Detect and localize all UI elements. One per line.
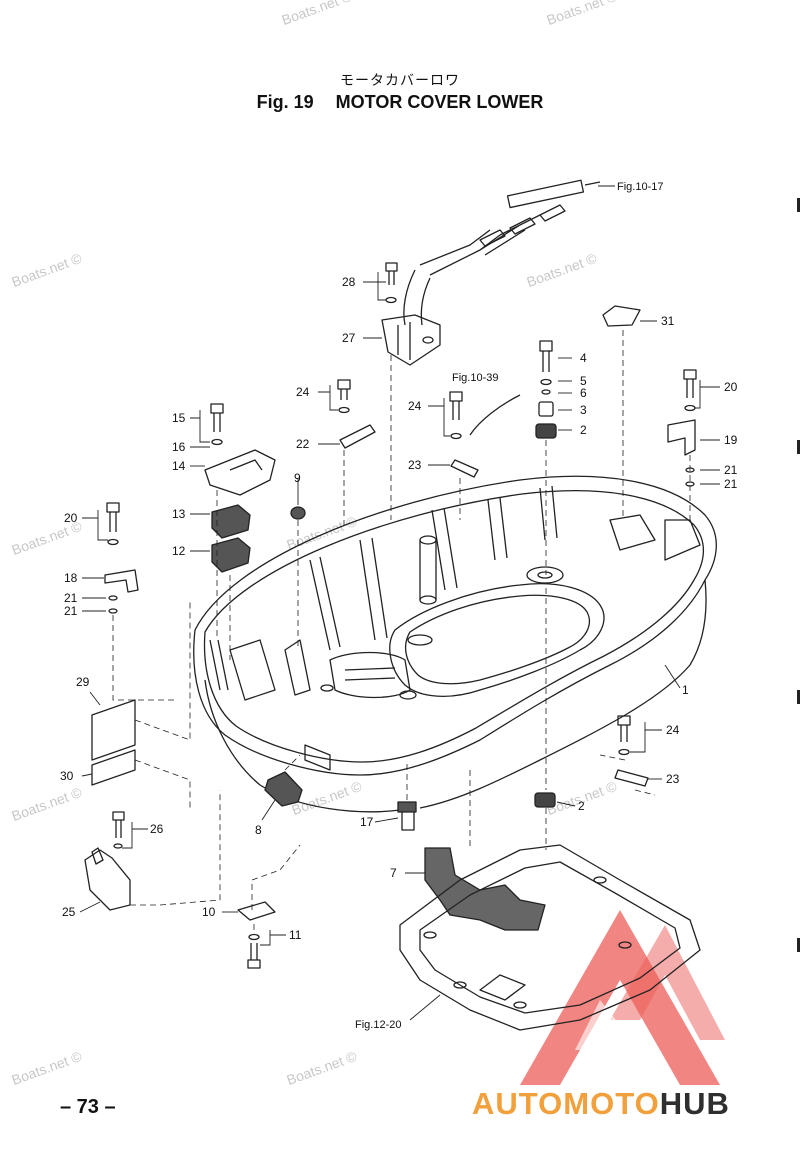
japanese-title: モータカバーロワ [340,73,460,89]
callout-26: 26 [150,822,164,836]
grommet-part-8 [264,771,303,807]
page-number: – 73 – [60,1096,116,1118]
callout-21: 21 [724,463,738,477]
figure-number: Fig. 19 [256,92,314,112]
callout-7: 7 [390,866,397,880]
callout-20: 20 [64,511,78,525]
callout-3: 3 [580,403,587,417]
callout-24: 24 [666,723,680,737]
callout-19: 19 [724,433,738,447]
callout-17: 17 [360,815,374,829]
callout-24: 24 [296,385,310,399]
callout-10: 10 [202,905,216,919]
callout-6: 6 [580,386,587,400]
bracket-part-25 [84,811,131,911]
callout-23: 23 [666,772,680,786]
callout-8: 8 [255,823,262,837]
grommet-part-23-lower [614,715,649,787]
callout-25: 25 [62,905,76,919]
figure-title: Fig. 19 MOTOR COVER LOWER [0,92,800,113]
plate-part-30 [91,749,136,786]
wiring-harness-part [403,179,601,326]
callout-21: 21 [64,604,78,618]
grommet-part-9 [290,506,306,520]
callout-16: 16 [172,440,186,454]
ref-fig-12-20: Fig.12-20 [355,1019,401,1031]
damper-part-13 [211,504,251,539]
brand-logo-text: AUTOMOTOHUB [472,1086,730,1122]
callout-28: 28 [342,275,356,289]
brand-part-dark: HUB [659,1086,730,1121]
callout-21: 21 [64,591,78,605]
grommet-part-23 [449,391,521,478]
callout-1: 1 [682,683,689,697]
callout-4: 4 [580,351,587,365]
brand-part-orange: AUTOMOTO [472,1086,660,1121]
grommet-part-17 [397,801,417,831]
callout-15: 15 [172,411,186,425]
shield-part-7 [424,847,546,931]
page-edge-mark [797,440,800,454]
callout-12: 12 [172,544,186,558]
plate-part-31 [602,305,641,327]
page-edge-mark [797,690,800,704]
callout-21: 21 [724,477,738,491]
callout-30: 30 [60,769,74,783]
callout-27: 27 [342,331,356,345]
nut-part-2-lower [534,792,556,808]
ref-fig-10-39: Fig.10-39 [452,372,498,384]
page-edge-mark [797,198,800,212]
figure-name: MOTOR COVER LOWER [335,92,544,112]
callout-14: 14 [172,459,186,473]
callout-18: 18 [64,571,78,585]
page-edge-mark [797,938,800,952]
callout-5: 5 [580,374,587,388]
bolt-part-28 [385,262,398,304]
callout-2: 2 [578,799,585,813]
automotohub-logo-icon [520,910,725,1085]
callout-29: 29 [76,675,90,689]
callout-20: 20 [724,380,738,394]
grommet-part-22 [337,379,376,449]
clamp-part-27 [381,314,441,366]
callout-2: 2 [580,423,587,437]
motor-cover-lower-part [193,475,717,813]
ref-fig-10-17: Fig.10-17 [617,181,663,193]
callout-9: 9 [294,471,301,485]
callout-31: 31 [661,314,675,328]
callout-24: 24 [408,399,422,413]
callout-11: 11 [289,928,302,942]
callout-22: 22 [296,437,310,451]
bracket-part-14 [204,403,276,496]
bracket-part-19 [667,369,697,487]
callout-23: 23 [408,458,422,472]
callout-13: 13 [172,507,186,521]
lower-gasket-reference [399,844,701,1031]
bolt-stack-4-6-3-2 [535,340,557,439]
bracket-part-18 [104,502,139,614]
bolt-part-11 [247,933,261,969]
plate-part-29 [91,699,136,761]
damper-part-12 [211,537,251,573]
bracket-part-10 [237,901,276,921]
